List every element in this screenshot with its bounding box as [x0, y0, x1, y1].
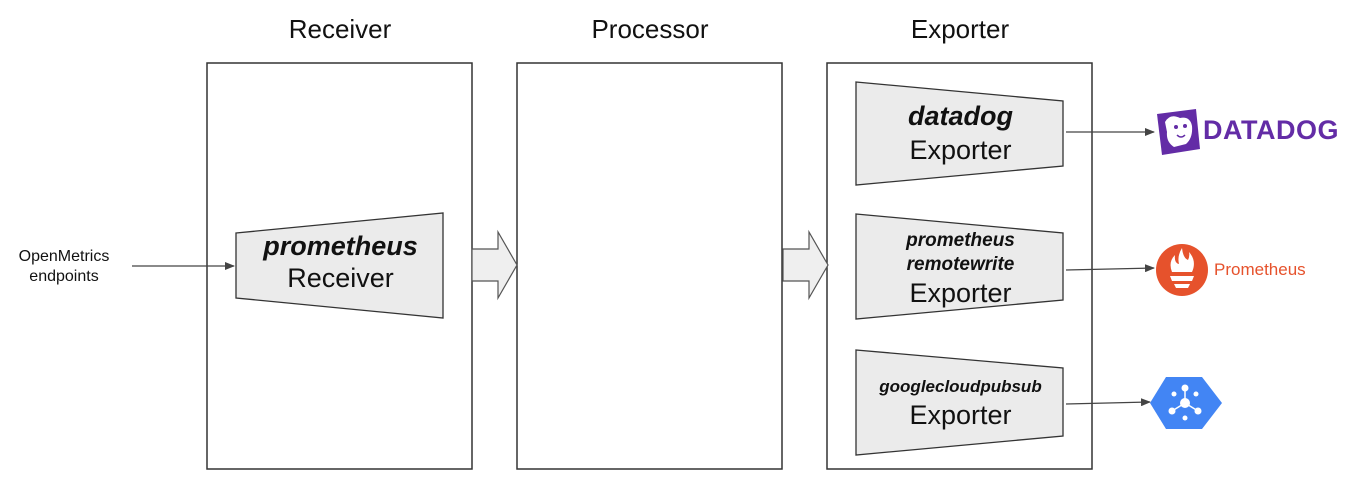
processor-to-exporter-arrow	[782, 229, 829, 301]
pubsub-exporter-type: Exporter	[909, 400, 1012, 430]
prometheus-receiver-shape	[235, 212, 444, 319]
googlecloudpubsub-exporter-text: googlecloudpubsub Exporter	[858, 375, 1063, 431]
input-label-line1: OpenMetrics	[18, 248, 110, 265]
receiver-component-name: prometheus	[263, 231, 418, 261]
prometheus-torch-icon	[1156, 244, 1208, 296]
processor-box	[516, 62, 783, 470]
openmetrics-endpoints-label: OpenMetrics endpoints	[4, 247, 124, 287]
remotewrite-exporter-name-line2: remotewrite	[906, 254, 1015, 275]
datadog-exporter-type: Exporter	[909, 135, 1012, 165]
prometheus-output-arrow	[1065, 264, 1155, 273]
pubsub-output-arrow	[1065, 398, 1151, 407]
receiver-to-processor-arrow	[471, 229, 518, 301]
googlecloudpubsub-exporter-shape	[855, 349, 1064, 456]
receiver-component-type: Receiver	[287, 263, 394, 293]
pubsub-exporter-name: googlecloudpubsub	[879, 377, 1042, 396]
exporter-column-title: Exporter	[910, 14, 1010, 44]
prometheus-remotewrite-exporter-text: prometheus remotewrite Exporter	[858, 229, 1063, 309]
prometheus-receiver-text: prometheus Receiver	[238, 230, 443, 294]
prometheus-logo-text: Prometheus	[1214, 260, 1306, 279]
datadog-logo-text: DATADOG	[1203, 115, 1339, 145]
receiver-column-title: Receiver	[288, 14, 392, 44]
input-label-line2: endpoints	[29, 268, 99, 285]
datadog-exporter-name: datadog	[908, 101, 1013, 131]
google-cloud-pubsub-icon	[1150, 377, 1222, 429]
datadog-exporter-text: datadog Exporter	[858, 99, 1063, 167]
prometheus-remotewrite-exporter-shape	[855, 213, 1064, 320]
processor-column-title: Processor	[591, 14, 709, 44]
datadog-exporter-shape	[855, 81, 1064, 186]
remotewrite-exporter-type: Exporter	[909, 278, 1012, 308]
datadog-dog-icon	[1157, 109, 1200, 155]
remotewrite-exporter-name-line1: prometheus	[906, 230, 1015, 251]
